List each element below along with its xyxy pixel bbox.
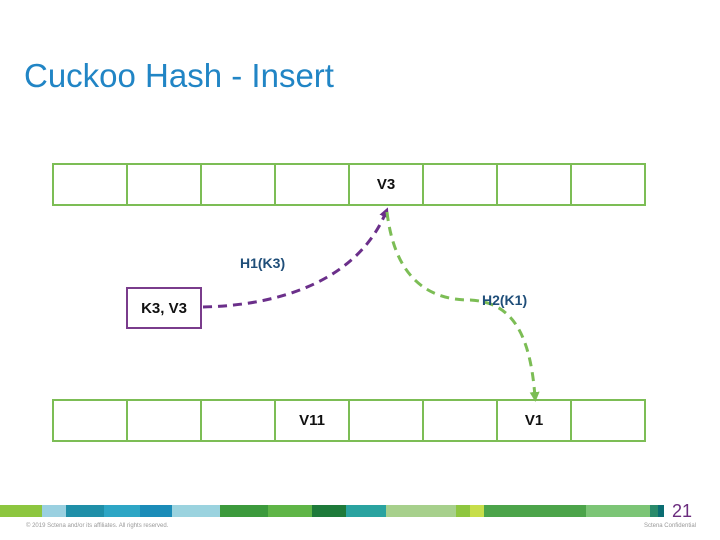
confidential-text: Sctena Confidential xyxy=(643,523,696,529)
footer-band-segment xyxy=(66,505,104,517)
footer-band-segment xyxy=(386,505,456,517)
footer-band-segment xyxy=(346,505,386,517)
footer-band-segment xyxy=(470,505,484,517)
top-table-cell xyxy=(54,165,128,204)
footer-band-segment xyxy=(140,505,172,517)
top-table-cell xyxy=(498,165,572,204)
footer-band-segment xyxy=(268,505,312,517)
bottom-table-cell: V1 xyxy=(498,401,572,440)
top-table-cell xyxy=(276,165,350,204)
footer-band-segment xyxy=(0,505,42,517)
footer-band-segment xyxy=(104,505,140,517)
page-number: 21 xyxy=(671,501,692,521)
footer-band-segment xyxy=(220,505,268,517)
top-table-cell xyxy=(424,165,498,204)
bottom-table-cell xyxy=(350,401,424,440)
bottom-hash-table: V11 V1 xyxy=(52,399,646,442)
bottom-table-cell xyxy=(128,401,202,440)
h1-arrow xyxy=(202,207,389,309)
footer-band-segment xyxy=(586,505,650,517)
h1-label: H1(K3) xyxy=(240,255,286,271)
bottom-table-cell xyxy=(54,401,128,440)
h2-label: H2(K1) xyxy=(482,292,528,308)
copyright-text: © 2019 Sctena and/or its affiliates. All… xyxy=(26,523,169,529)
top-table-cell xyxy=(202,165,276,204)
top-hash-table: V3 xyxy=(52,163,646,206)
footer-band-segment xyxy=(456,505,470,517)
bottom-table-cell xyxy=(202,401,276,440)
page-number-marker xyxy=(658,505,664,517)
top-table-cell: V3 xyxy=(350,165,424,204)
footer-band-segment xyxy=(42,505,66,517)
key-value-box: K3, V3 xyxy=(126,287,202,329)
h2-arrow xyxy=(385,211,540,402)
bottom-table-cell xyxy=(424,401,498,440)
footer-band-segment xyxy=(172,505,220,517)
footer-band-segment xyxy=(312,505,346,517)
footer-color-band xyxy=(0,505,664,517)
top-table-cell xyxy=(128,165,202,204)
bottom-table-cell: V11 xyxy=(276,401,350,440)
footer-band-segment xyxy=(484,505,586,517)
slide-title: Cuckoo Hash - Insert xyxy=(24,57,334,94)
